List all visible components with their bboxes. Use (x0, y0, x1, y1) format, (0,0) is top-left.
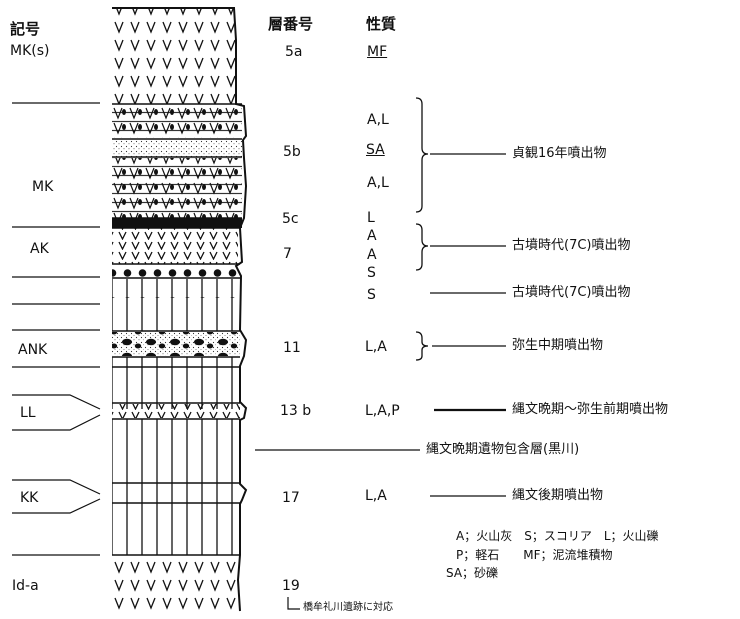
property-mf: MF (367, 44, 388, 60)
symbol-id-a: Id-a (12, 578, 39, 594)
column-right-outline (112, 7, 248, 612)
property-a-2: A (367, 247, 377, 263)
property-header: 性質 (366, 15, 397, 33)
leader-lines (255, 153, 506, 497)
desc-yayoi: 弥生中期噴出物 (512, 338, 604, 353)
symbol-kk: KK (20, 490, 39, 506)
property-a-1: A (367, 228, 377, 244)
column-layer-lines (112, 103, 242, 556)
group-braces (415, 97, 429, 361)
property-s-1: S (367, 265, 376, 281)
site-correspondence-note: 橋牟礼川遺跡に対応 (303, 602, 393, 613)
legend-line-3: SA；砂礫 (446, 566, 499, 580)
layer-number-header: 層番号 (268, 15, 314, 33)
symbol-ll: LL (20, 405, 36, 421)
layer-17: 17 (282, 490, 300, 506)
symbol-ank: ANK (18, 342, 48, 358)
layer-5b: 5b (283, 144, 301, 160)
symbol-ak: AK (30, 241, 49, 257)
layer-5a: 5a (285, 44, 303, 60)
layer-19: 19 (282, 578, 300, 594)
layer-7: 7 (283, 246, 292, 262)
layer-11: 11 (283, 340, 301, 356)
symbol-mks: MK(s) (10, 43, 50, 59)
symbol-mk: MK (32, 179, 54, 195)
desc-jogan: 貞観16年噴出物 (512, 146, 607, 161)
desc-kofun-2: 古墳時代(7C)噴出物 (512, 285, 631, 300)
property-sa: SA (366, 142, 385, 158)
desc-kofun-1: 古墳時代(7C)噴出物 (512, 238, 631, 253)
desc-jomon-yayoi: 縄文晩期～弥生前期噴出物 (512, 402, 669, 417)
note-bracket (287, 597, 300, 610)
property-la-17: L,A (365, 488, 387, 504)
legend-line-1: A；火山灰 S；スコリア L；火山礫 (456, 529, 659, 543)
desc-jomon-late: 縄文後期噴出物 (512, 488, 604, 503)
layer-13b: 13 b (280, 403, 312, 419)
property-al-1: A,L (367, 112, 389, 128)
property-s-2: S (367, 287, 376, 303)
property-la-11: L,A (365, 339, 387, 355)
layer-boundary-lines (12, 102, 101, 556)
property-lap: L,A,P (365, 403, 400, 419)
desc-jomon-layer: 縄文晩期遺物包含層(黒川) (426, 442, 580, 457)
property-al-2: A,L (367, 175, 389, 191)
property-l: L (367, 210, 375, 226)
column-layers (112, 8, 242, 611)
legend-line-2: P；軽石 MF；泥流堆積物 (456, 548, 613, 562)
layer-5c: 5c (282, 211, 299, 227)
symbol-header: 記号 (10, 20, 41, 38)
